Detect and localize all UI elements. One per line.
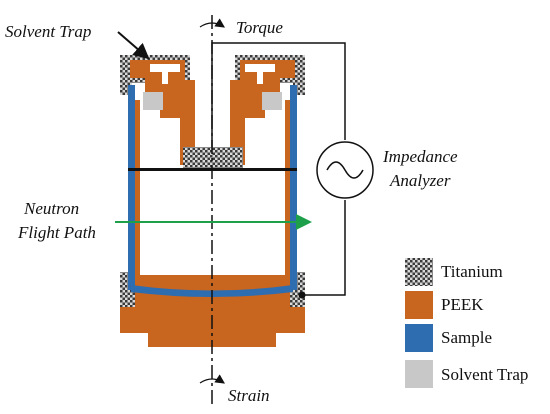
legend-swatch-solvent: [405, 360, 433, 388]
torque-label: Torque: [236, 18, 283, 37]
analyzer-label: Analyzer: [389, 171, 451, 190]
legend-label: Titanium: [441, 262, 503, 281]
rotation-arrow-icon: [199, 18, 225, 28]
solvent-trap-pointer: [117, 31, 150, 60]
legend: Titanium PEEK Sample Solvent Trap: [405, 258, 528, 388]
legend-label: PEEK: [441, 295, 484, 314]
left-solvent-trap: [120, 55, 195, 165]
legend-swatch-titanium: [405, 258, 433, 286]
flight-path-label: Flight Path: [17, 223, 96, 242]
legend-swatch-peek: [405, 291, 433, 319]
legend-swatch-sample: [405, 324, 433, 352]
ac-source-icon: [316, 141, 374, 199]
legend-label: Sample: [441, 328, 492, 347]
strain-label: Strain: [228, 386, 270, 405]
legend-label: Solvent Trap: [441, 365, 528, 384]
impedance-wiring: [211, 42, 346, 299]
solvent-trap-label: Solvent Trap: [5, 22, 91, 41]
neutron-label: Neutron: [23, 199, 79, 218]
rotor-disk: [183, 147, 243, 169]
right-solvent-trap: [230, 55, 305, 165]
rotation-arrow-icon: [199, 374, 225, 384]
impedance-label: Impedance: [382, 147, 458, 166]
